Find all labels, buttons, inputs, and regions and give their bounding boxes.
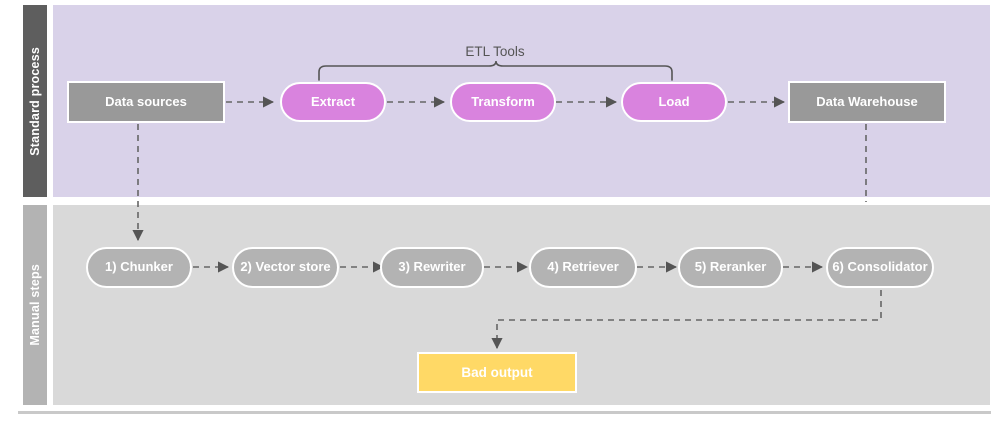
lane-header-standard-process: Standard process (22, 4, 48, 198)
lane-label-standard-process: Standard process (28, 46, 42, 156)
node-reranker[interactable]: 5) Reranker (678, 247, 783, 288)
lane-header-manual-steps: Manual steps (22, 204, 48, 406)
node-rewriter[interactable]: 3) Rewriter (380, 247, 484, 288)
node-label-consolidator: 6) Consolidator (832, 259, 928, 275)
node-label-bad-output: Bad output (461, 364, 533, 380)
node-label-transform: Transform (471, 93, 535, 109)
etl-tools-label: ETL Tools (465, 44, 525, 59)
node-label-load: Load (658, 93, 690, 109)
bottom-divider (18, 411, 991, 414)
node-label-extract: Extract (310, 93, 356, 109)
node-label-data-sources: Data sources (105, 93, 187, 109)
node-transform[interactable]: Transform (450, 82, 556, 122)
node-label-vector-store: 2) Vector store (240, 259, 331, 275)
node-retriever[interactable]: 4) Retriever (529, 247, 637, 288)
node-label-rewriter: 3) Rewriter (398, 259, 466, 275)
node-data-sources[interactable]: Data sources (67, 81, 225, 123)
node-vector-store[interactable]: 2) Vector store (232, 247, 339, 288)
node-bad-output[interactable]: Bad output (417, 352, 577, 393)
node-extract[interactable]: Extract (280, 82, 386, 122)
node-label-retriever: 4) Retriever (547, 259, 619, 275)
node-label-chunker: 1) Chunker (105, 259, 173, 275)
node-label-data-warehouse: Data Warehouse (816, 93, 918, 109)
node-load[interactable]: Load (621, 82, 727, 122)
node-consolidator[interactable]: 6) Consolidator (826, 247, 934, 288)
node-chunker[interactable]: 1) Chunker (86, 247, 192, 288)
node-data-warehouse[interactable]: Data Warehouse (788, 81, 946, 123)
lane-label-manual-steps: Manual steps (28, 264, 42, 346)
node-label-reranker: 5) Reranker (694, 259, 767, 275)
